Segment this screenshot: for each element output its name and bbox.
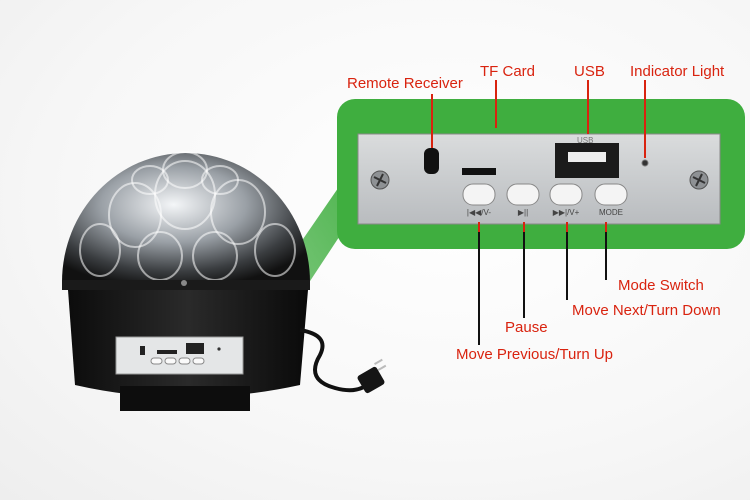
pause-button-caption: ▶|| xyxy=(517,208,529,217)
power-plug xyxy=(357,358,387,394)
prev-button-caption: |◀◀/V- xyxy=(466,208,492,217)
device-control-panel xyxy=(115,336,244,375)
power-cord xyxy=(299,328,374,393)
label-usb: USB xyxy=(574,63,605,80)
crystal-dome xyxy=(62,151,310,290)
label-mode-switch: Mode Switch xyxy=(618,277,704,294)
usb-port-mark: USB xyxy=(577,136,594,145)
next-button-caption: ▶▶|/V+ xyxy=(552,208,580,217)
zoom-control-panel xyxy=(357,133,721,225)
label-indicator-light: Indicator Light xyxy=(630,63,725,80)
label-remote-receiver: Remote Receiver xyxy=(347,75,463,92)
mode-button-caption: MODE xyxy=(599,208,623,217)
label-move-next: Move Next/Turn Down xyxy=(572,302,721,319)
label-pause: Pause xyxy=(505,319,548,336)
label-move-previous: Move Previous/Turn Up xyxy=(456,346,614,363)
label-tf-card: TF Card xyxy=(480,63,536,80)
callout-lines-dark xyxy=(478,232,607,345)
